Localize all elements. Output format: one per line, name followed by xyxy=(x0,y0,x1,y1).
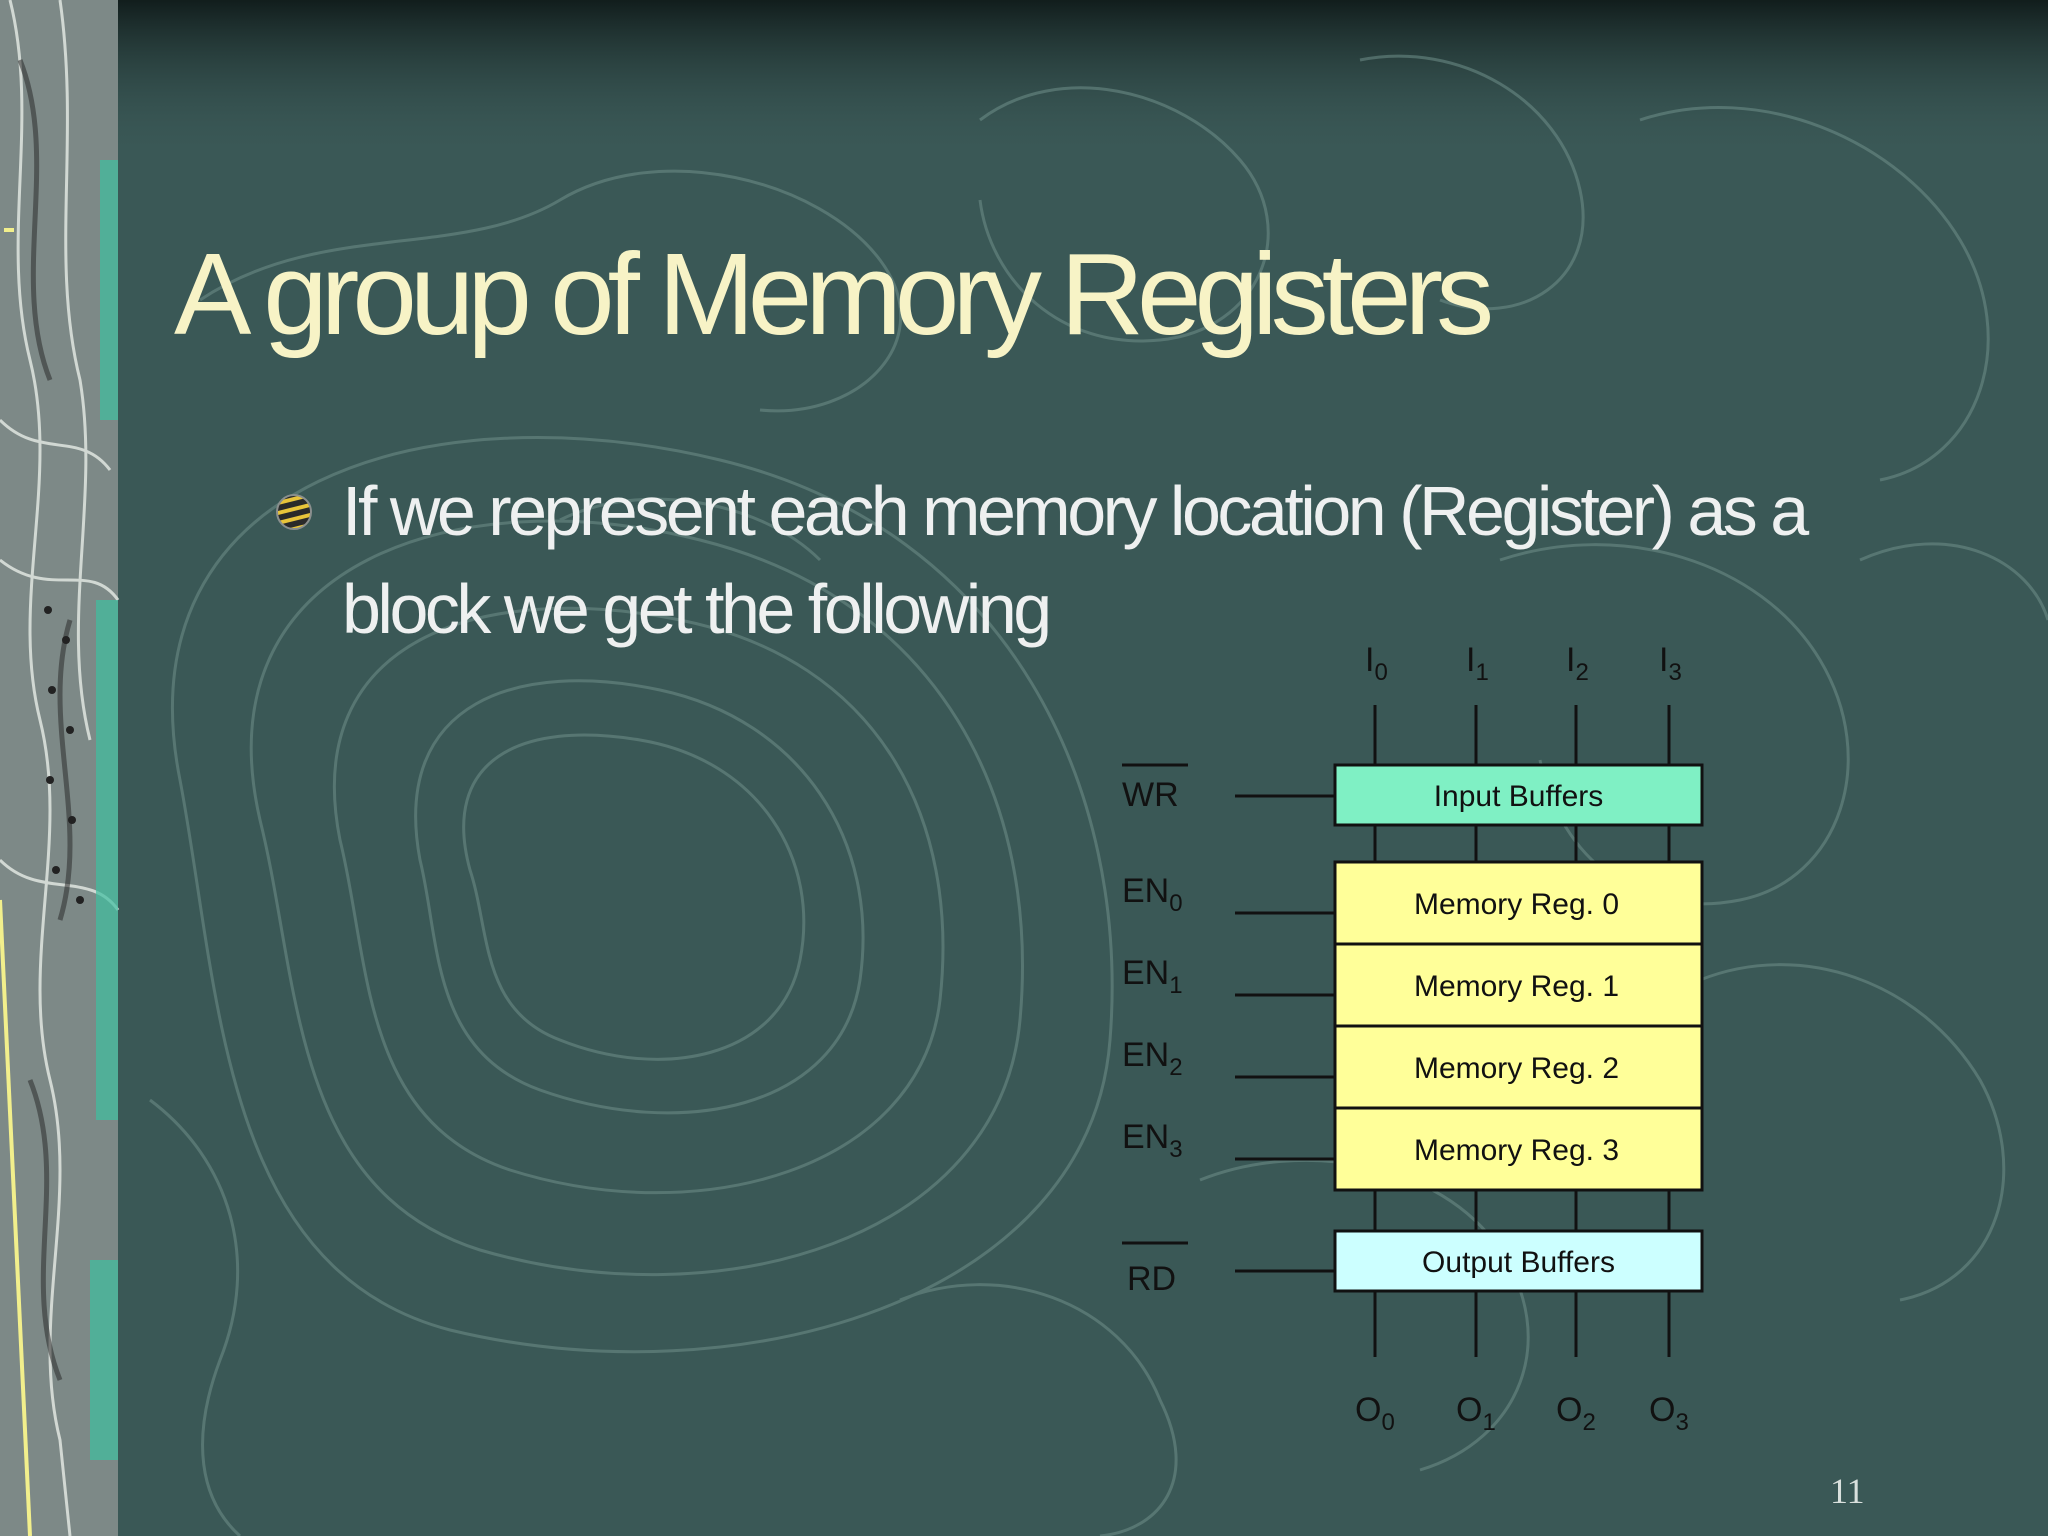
bullet-text: If we represent each memory location (Re… xyxy=(342,472,1809,648)
enable-label-3: EN3 xyxy=(1122,1118,1183,1163)
memory-register-2 xyxy=(1333,1024,1704,1110)
enable-label-1: EN1 xyxy=(1122,954,1183,999)
memory-register-label-2: Memory Reg. 2 xyxy=(1414,1052,1619,1085)
read-signal-label: RD xyxy=(1127,1260,1176,1298)
enable-label-2: EN2 xyxy=(1122,1036,1183,1081)
output-buffer-block xyxy=(1333,1229,1704,1293)
output-label-2: O2 xyxy=(1556,1391,1596,1436)
input-buffer-label: Input Buffers xyxy=(1434,780,1604,813)
memory-register-label-3: Memory Reg. 3 xyxy=(1414,1134,1619,1167)
output-label-0: O0 xyxy=(1355,1391,1395,1436)
output-label-1: O1 xyxy=(1456,1391,1496,1436)
write-signal-label: WR xyxy=(1122,776,1179,814)
slide-number: 11 xyxy=(1830,1471,1865,1511)
input-label-0: I0 xyxy=(1365,641,1388,686)
input-label-3: I3 xyxy=(1659,641,1682,686)
output-label-3: O3 xyxy=(1649,1391,1689,1436)
memory-register-3 xyxy=(1333,1106,1704,1192)
input-label-1: I1 xyxy=(1466,641,1489,686)
memory-register-label-0: Memory Reg. 0 xyxy=(1414,888,1619,921)
enable-label-0: EN0 xyxy=(1122,872,1183,917)
striped-globe-bullet-icon xyxy=(276,494,312,530)
slide-title: A group of Memory Registers xyxy=(174,229,1494,359)
memory-register-label-1: Memory Reg. 1 xyxy=(1414,970,1619,1003)
memory-register-1 xyxy=(1333,942,1704,1028)
input-buffer-block xyxy=(1333,763,1704,827)
memory-register-0 xyxy=(1333,860,1704,946)
input-label-2: I2 xyxy=(1566,641,1589,686)
output-buffer-label: Output Buffers xyxy=(1422,1246,1615,1279)
